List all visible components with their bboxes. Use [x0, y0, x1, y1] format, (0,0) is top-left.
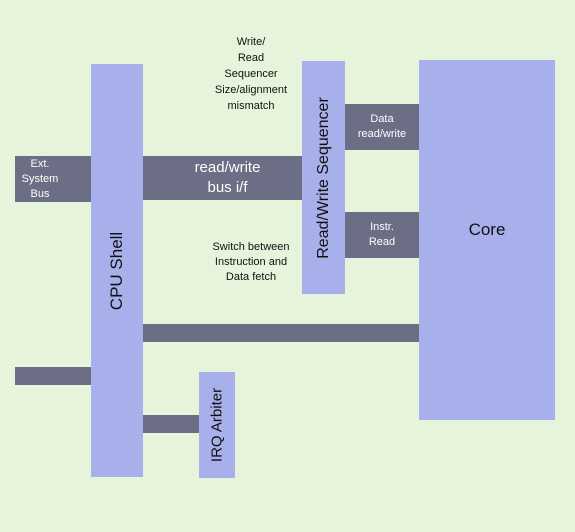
switch-note: Switch between Instruction and Data fetc…	[212, 241, 290, 283]
data-rw-bus-label: Data read/write	[357, 113, 407, 140]
instr-read-bus-label: Instr. Read	[368, 221, 396, 248]
data-rw-bus: Data read/write	[343, 104, 421, 150]
rw-sequencer-block: Read/Write Sequencer	[302, 61, 345, 294]
shell-core-bus	[140, 324, 421, 342]
instr-read-bus: Instr. Read	[343, 212, 421, 258]
core-block: Core	[419, 60, 555, 420]
irq-arbiter-label: IRQ Arbiter	[208, 387, 226, 463]
sequencer-note: Write/ Read Sequencer Size/alignment mis…	[214, 36, 288, 112]
read-write-bus-label: read/write bus i/f	[194, 159, 261, 196]
ext-system-bus-label: Ext. System Bus	[21, 158, 59, 200]
rw-sequencer-label: Read/Write Sequencer	[314, 96, 332, 259]
cpu-shell-label: CPU Shell	[107, 231, 126, 310]
read-write-bus	[140, 156, 305, 200]
irq-input-bus	[15, 367, 93, 385]
core-label: Core	[468, 220, 506, 239]
shell-irq-bus	[140, 415, 202, 433]
irq-arbiter-block: IRQ Arbiter	[199, 372, 235, 478]
cpu-shell-block: CPU Shell	[91, 64, 143, 477]
ext-system-bus	[15, 156, 93, 202]
